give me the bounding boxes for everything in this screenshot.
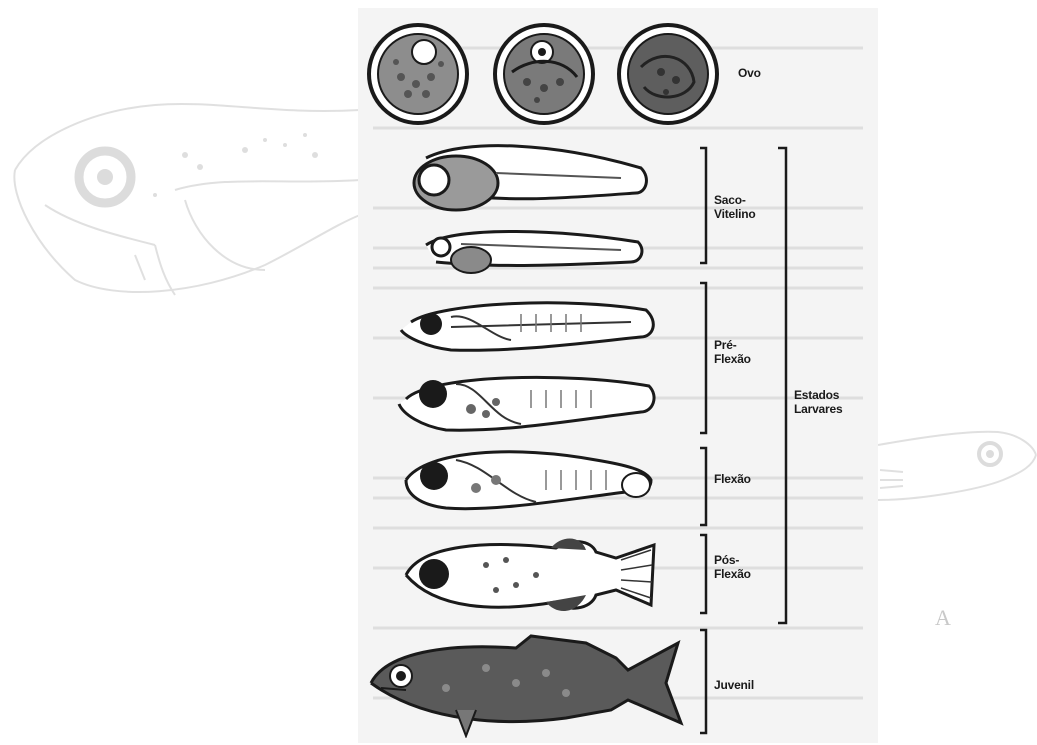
fish-development-panel: Ovo Saco- Vitelino Pré- Flexão Flexão Pó… — [358, 8, 878, 743]
stage-label-yolk-sac: Saco- Vitelino — [714, 193, 756, 221]
preflexion-larva-2-drawing — [391, 364, 661, 442]
stage-label-egg: Ovo — [738, 66, 761, 80]
postflexion-larva-drawing — [396, 530, 656, 620]
faded-larva-head-illustration — [5, 95, 365, 305]
stage-label-postflexion: Pós- Flexão — [714, 553, 751, 581]
stage-label-flexion: Flexão — [714, 472, 751, 486]
egg-1-drawing — [366, 22, 470, 126]
panel-letter-label: A — [935, 605, 951, 631]
yolk-sac-larva-1-drawing — [406, 138, 656, 213]
stage-label-yolk-sac-line-2: Vitelino — [714, 207, 756, 221]
bracket-postflexion — [700, 535, 706, 613]
stage-label-preflexion-line-1: Pré- — [714, 338, 751, 352]
bracket-flexion — [700, 448, 706, 525]
stage-label-postflexion-line-2: Flexão — [714, 567, 751, 581]
flexion-larva-drawing — [396, 440, 658, 520]
juvenile-fish-drawing — [366, 628, 686, 738]
stage-label-postflexion-line-1: Pós- — [714, 553, 751, 567]
group-label-line-2: Larvares — [794, 402, 842, 416]
group-label-larval-stages: Estados Larvares — [794, 388, 842, 416]
faded-larva-illustration — [878, 410, 1037, 520]
egg-3-drawing — [616, 22, 720, 126]
bracket-preflexion — [700, 283, 706, 433]
bracket-juvenile — [700, 630, 706, 733]
preflexion-larva-1-drawing — [391, 292, 661, 367]
stage-label-preflexion: Pré- Flexão — [714, 338, 751, 366]
stage-label-juvenile: Juvenil — [714, 678, 754, 692]
group-label-line-1: Estados — [794, 388, 842, 402]
stage-brackets — [696, 143, 806, 743]
yolk-sac-larva-2-drawing — [416, 220, 646, 280]
egg-2-drawing — [492, 22, 596, 126]
stage-label-yolk-sac-line-1: Saco- — [714, 193, 756, 207]
bracket-larval-stages — [778, 148, 786, 623]
stage-label-preflexion-line-2: Flexão — [714, 352, 751, 366]
bracket-yolk-sac — [700, 148, 706, 263]
